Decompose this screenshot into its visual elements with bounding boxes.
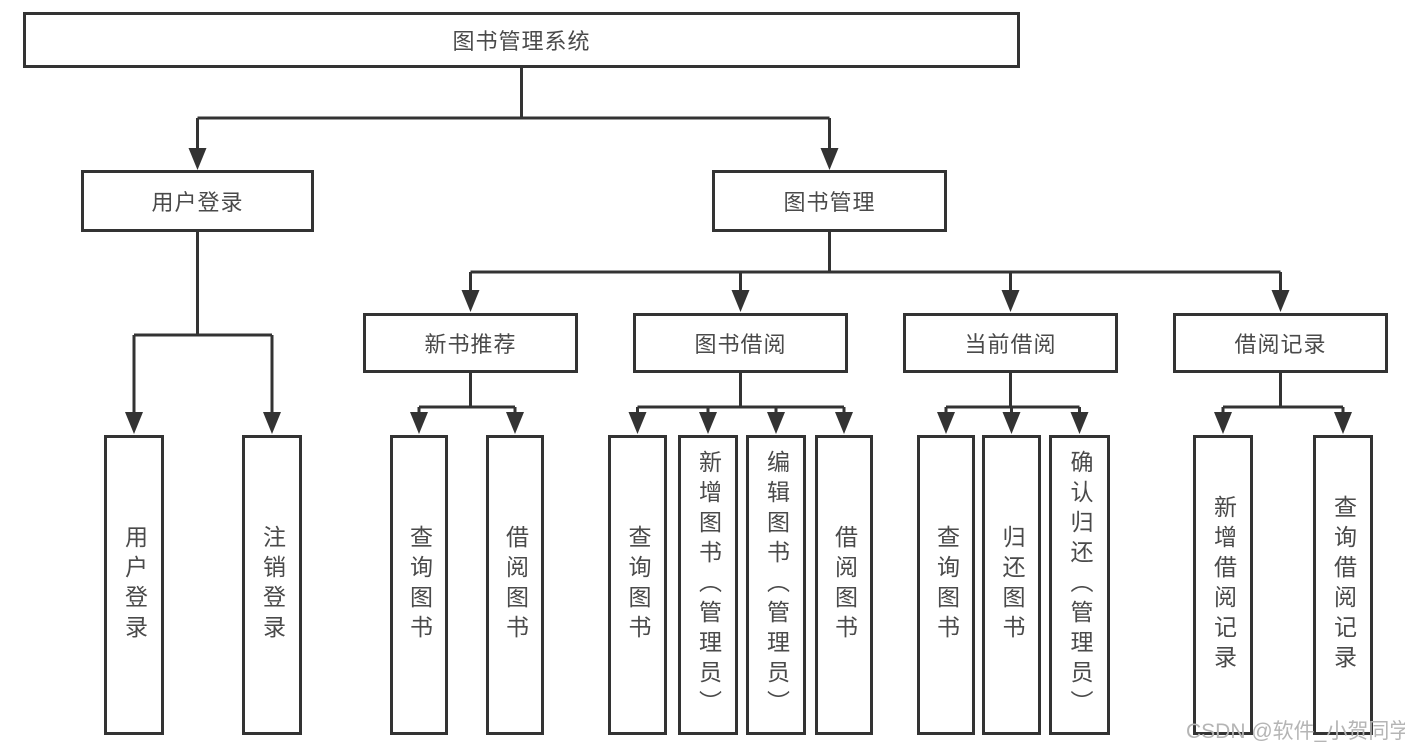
edge-line xyxy=(1221,373,1345,414)
leaf-bb-borrow-book: 借阅图书 xyxy=(815,435,873,735)
arrowhead xyxy=(699,412,717,434)
arrowhead xyxy=(1070,412,1089,434)
edge-line xyxy=(469,232,1282,293)
leaf-cb-return-book: 归还图书 xyxy=(982,435,1041,735)
node-borrow-record: 借阅记录 xyxy=(1173,313,1388,373)
arrowhead xyxy=(410,412,428,434)
edge-line xyxy=(132,232,274,414)
edge-new-book-recommend-children xyxy=(410,373,524,434)
edge-line xyxy=(944,373,1081,414)
node-book-management: 图书管理 xyxy=(712,170,947,232)
leaf-bb-query-book: 查询图书 xyxy=(608,435,667,735)
edge-line xyxy=(636,373,846,414)
arrowhead xyxy=(628,412,647,434)
arrowhead xyxy=(767,412,785,434)
arrowhead xyxy=(263,412,281,434)
node-book-borrow: 图书借阅 xyxy=(633,313,848,373)
arrowhead xyxy=(1002,412,1021,434)
leaf-bb-add-book-admin: 新增图书（管理员） xyxy=(678,435,738,735)
edge-book-management-children xyxy=(461,232,1290,312)
node-current-borrow: 当前借阅 xyxy=(903,313,1118,373)
leaf-cb-query-book: 查询图书 xyxy=(917,435,975,735)
arrowhead xyxy=(820,148,839,170)
edge-line xyxy=(417,373,517,414)
leaf-cb-confirm-return-admin: 确认归还（管理员） xyxy=(1049,435,1110,735)
arrowhead xyxy=(1001,290,1020,312)
leaf-user-login: 用户登录 xyxy=(104,435,164,735)
arrowhead xyxy=(1214,412,1232,434)
edge-line xyxy=(196,67,831,152)
arrowhead xyxy=(188,148,207,170)
leaf-br-add-record: 新增借阅记录 xyxy=(1193,435,1253,735)
edge-book-borrow-children xyxy=(628,373,853,434)
node-user-login: 用户登录 xyxy=(81,170,314,232)
node-new-book-recommend: 新书推荐 xyxy=(363,313,578,373)
arrowhead xyxy=(1334,412,1352,434)
arrowhead xyxy=(835,412,853,434)
edge-root-children xyxy=(188,67,839,170)
arrowhead xyxy=(1271,290,1290,312)
edge-current-borrow-children xyxy=(937,373,1089,434)
arrowhead xyxy=(731,290,750,312)
arrowhead xyxy=(506,412,524,434)
edge-user-login-children xyxy=(125,232,281,434)
edge-borrow-record-children xyxy=(1214,373,1352,434)
leaf-br-query-record: 查询借阅记录 xyxy=(1313,435,1373,735)
leaf-nbr-borrow-book: 借阅图书 xyxy=(486,435,544,735)
arrowhead xyxy=(461,290,480,312)
leaf-logout-login: 注销登录 xyxy=(242,435,302,735)
csdn-watermark: CSDN @软件_小贺同学 xyxy=(1186,720,1405,743)
arrowhead xyxy=(937,412,955,434)
leaf-bb-edit-book-admin: 编辑图书（管理员） xyxy=(746,435,806,735)
arrowhead xyxy=(125,412,143,434)
leaf-nbr-query-book: 查询图书 xyxy=(390,435,448,735)
node-library-management-system: 图书管理系统 xyxy=(23,12,1020,68)
